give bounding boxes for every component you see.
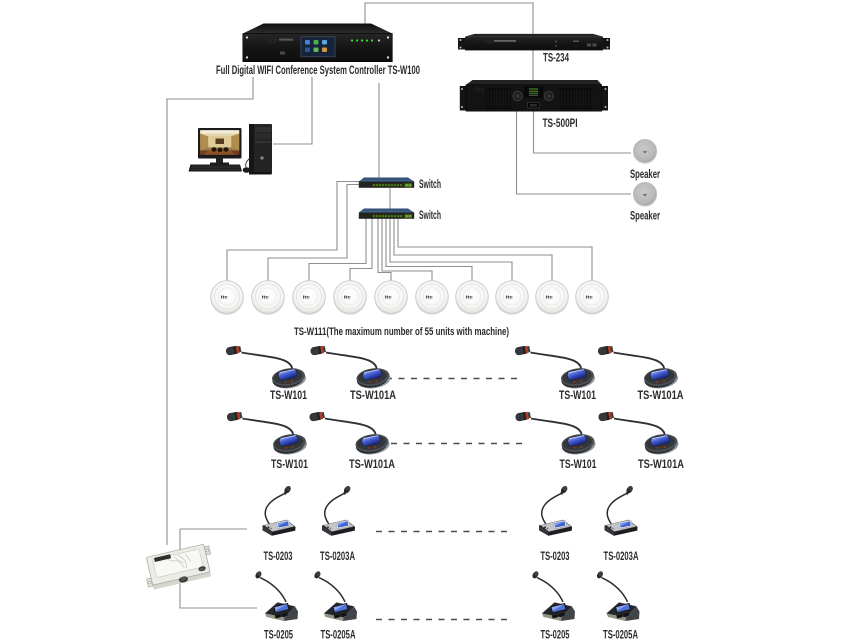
svg-text:itc: itc xyxy=(485,40,493,46)
svg-text:Switch: Switch xyxy=(419,210,441,222)
svg-text:TS-0205: TS-0205 xyxy=(264,630,293,640)
svg-text:TS-W111(The maximum number of: TS-W111(The maximum number of 55 units w… xyxy=(294,326,509,338)
svg-text:TS-W101: TS-W101 xyxy=(271,459,308,471)
svg-text:TS-0203A: TS-0203A xyxy=(320,551,355,563)
svg-text:TS-0205A: TS-0205A xyxy=(603,630,638,640)
svg-text:TS-500PI: TS-500PI xyxy=(543,118,578,130)
svg-text:TS-W101: TS-W101 xyxy=(270,390,307,402)
svg-text:TS-W101A: TS-W101A xyxy=(349,459,395,471)
svg-text:TS-0205: TS-0205 xyxy=(541,630,570,640)
svg-text:TS-0203A: TS-0203A xyxy=(604,551,639,563)
svg-text:TS-W101: TS-W101 xyxy=(559,390,596,402)
svg-text:TS-234: TS-234 xyxy=(543,53,569,65)
svg-text:Speaker: Speaker xyxy=(630,211,660,223)
svg-text:itc: itc xyxy=(268,38,277,45)
svg-text:TS-0205A: TS-0205A xyxy=(321,630,356,640)
svg-text:TS-W101: TS-W101 xyxy=(560,459,597,471)
svg-text:Switch: Switch xyxy=(419,179,441,191)
svg-text:itc: itc xyxy=(475,88,485,94)
svg-text:TS-W101A: TS-W101A xyxy=(638,390,684,402)
svg-text:TS-0203: TS-0203 xyxy=(541,551,570,563)
svg-text:TS-0203: TS-0203 xyxy=(264,551,293,563)
svg-text:TS-W101A: TS-W101A xyxy=(350,390,396,402)
svg-text:Speaker: Speaker xyxy=(630,169,660,181)
svg-text:Full Digital WIFI Conference S: Full Digital WIFI Conference System Cont… xyxy=(216,65,420,77)
svg-text:TS-W101A: TS-W101A xyxy=(638,459,684,471)
